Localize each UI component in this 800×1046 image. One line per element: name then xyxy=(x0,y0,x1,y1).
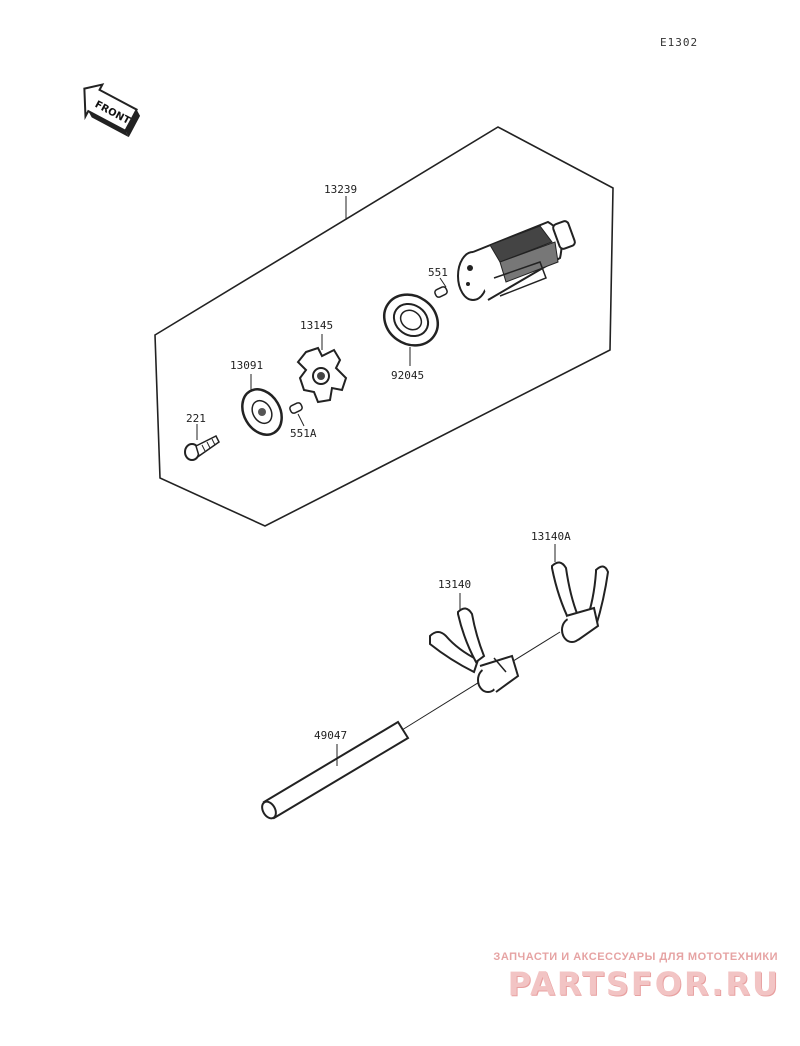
label-13140: 13140 xyxy=(438,578,471,591)
label-49047: 49047 xyxy=(314,729,347,742)
diagram-reference-code: E1302 xyxy=(660,36,699,49)
bolt-221-part xyxy=(184,434,220,461)
label-13145: 13145 xyxy=(300,319,333,332)
star-cam-13145-part xyxy=(296,346,348,404)
label-13091: 13091 xyxy=(230,359,263,372)
shift-fork-13140-part xyxy=(429,607,520,693)
watermark-tagline: ЗАПЧАСТИ И АКСЕССУАРЫ ДЛЯ МОТОТЕХНИКИ xyxy=(493,951,778,963)
watermark-brand: PARTSFOR.RU xyxy=(507,965,780,1003)
pin-551-part xyxy=(434,286,448,298)
label-13239: 13239 xyxy=(324,183,357,196)
label-92045: 92045 xyxy=(391,369,424,382)
front-arrow-icon: FRONT xyxy=(83,83,141,138)
bearing-92045-part xyxy=(382,293,440,347)
shift-rod-49047-part xyxy=(261,631,561,820)
label-551: 551 xyxy=(428,266,448,279)
label-221: 221 xyxy=(186,412,206,425)
shift-drum-part xyxy=(457,220,576,301)
shift-fork-13140a-part xyxy=(551,561,610,643)
plate-13091-part xyxy=(241,388,283,436)
assembly-box-outline xyxy=(154,126,614,527)
label-551a: 551A xyxy=(290,427,317,440)
label-13140a: 13140A xyxy=(531,530,571,543)
pin-551a-part xyxy=(289,402,303,414)
